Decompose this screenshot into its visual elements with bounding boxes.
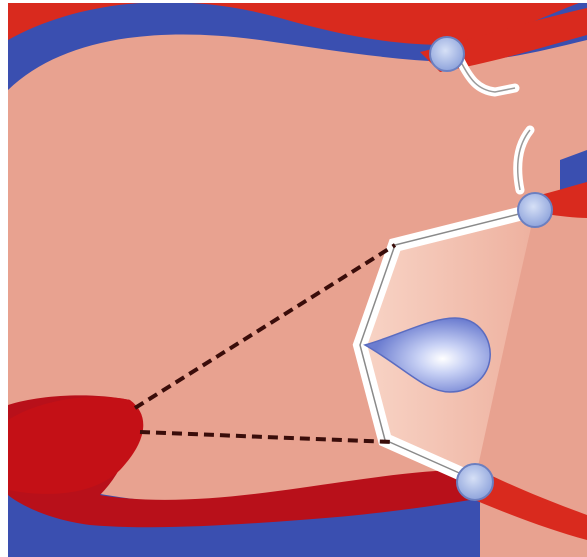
left-white-border (0, 0, 8, 557)
right-vessel-node-icon (518, 193, 552, 227)
lower-vessel-node-icon (457, 464, 493, 500)
top-white-border (0, 0, 587, 3)
upper-vessel-node-icon (430, 37, 464, 71)
